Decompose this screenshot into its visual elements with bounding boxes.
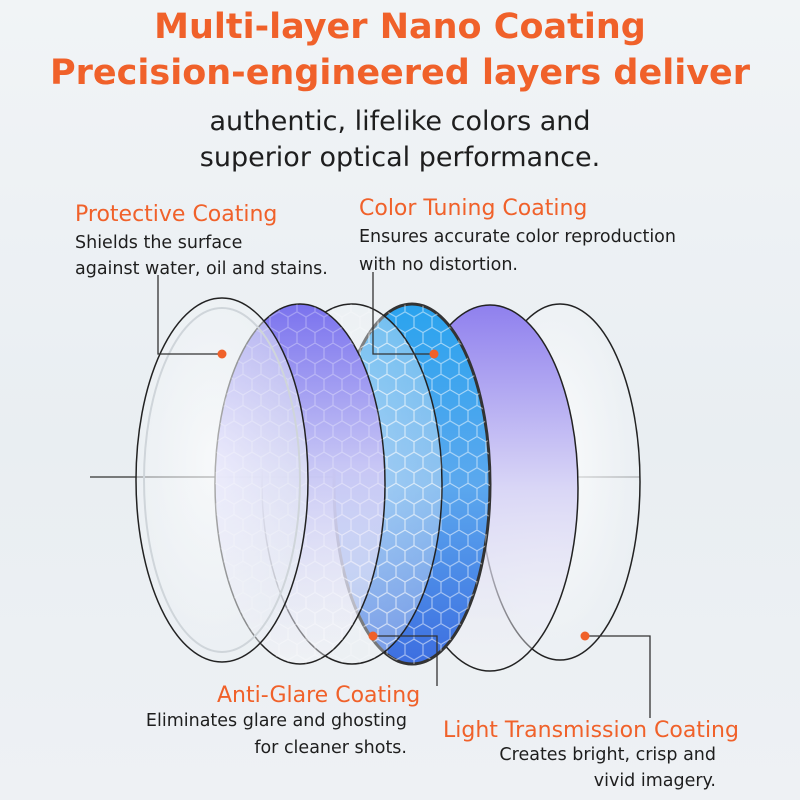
- marker-dot-light-transmission: [580, 631, 590, 641]
- subtitle-line-1: authentic, lifelike colors and: [209, 106, 591, 137]
- desc-protective-line-2: against water, oil and stains.: [75, 259, 328, 279]
- callout-line-protective: [157, 275, 222, 355]
- title-line-1: Multi-layer Nano Coating: [154, 7, 646, 47]
- callout-line-anti-glare: [373, 635, 438, 686]
- label-color-tuning-coating: Color Tuning Coating: [359, 196, 588, 221]
- label-anti-glare-coating: Anti-Glare Coating: [217, 683, 421, 708]
- desc-anti-glare-line-1: Eliminates glare and ghosting: [145, 711, 407, 731]
- marker-dot-protective: [217, 349, 227, 359]
- subtitle-line-2: superior optical performance.: [199, 142, 601, 173]
- desc-protective-line-1: Shields the surface: [75, 233, 243, 253]
- desc-color-tuning-line-1: Ensures accurate color reproduction: [359, 227, 676, 247]
- desc-color-tuning-line-2: with no distortion.: [359, 255, 518, 275]
- label-light-transmission-coating: Light Transmission Coating: [443, 718, 739, 743]
- callout-line-color-tuning: [372, 272, 434, 355]
- callout-line-light-transmission: [585, 635, 651, 718]
- desc-light-transmission-line-2: vivid imagery.: [593, 771, 716, 791]
- marker-dot-color-tuning: [429, 349, 439, 359]
- desc-light-transmission-line-1: Creates bright, crisp and: [499, 745, 716, 765]
- lens-protective: [135, 297, 309, 663]
- desc-anti-glare-line-2: for cleaner shots.: [254, 738, 407, 758]
- label-protective-coating: Protective Coating: [75, 202, 278, 227]
- marker-dot-anti-glare: [368, 631, 378, 641]
- title-line-2: Precision-engineered layers deliver: [49, 53, 751, 93]
